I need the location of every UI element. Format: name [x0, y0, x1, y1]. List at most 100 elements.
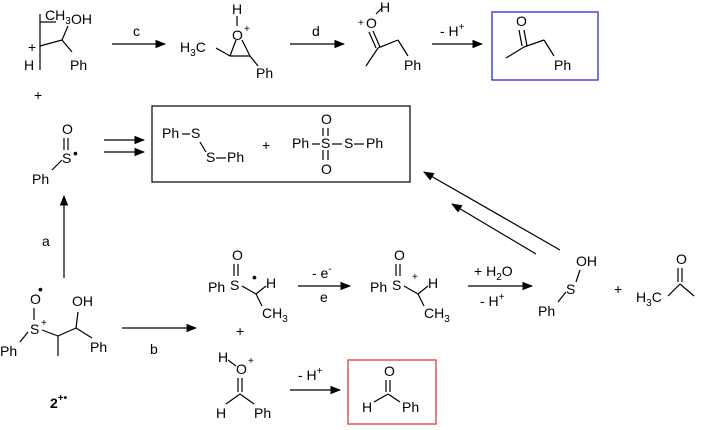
plus-charge: + [244, 24, 250, 35]
starting-cation: CH3 OH + H Ph [24, 7, 92, 73]
oh-label: OH [72, 293, 93, 309]
bond [523, 29, 528, 47]
radical-cation-2: O • S + Ph OH Ph [0, 281, 107, 359]
s-label: S [392, 277, 401, 293]
phenylsulfinyl-radical: O S • Ph [32, 121, 78, 187]
h-label: H [428, 275, 438, 291]
bond [57, 327, 77, 337]
ch3-label: CH3 [45, 7, 71, 27]
s-label: S [30, 321, 39, 337]
oxiranium-intermediate: H3C H O + Ph [180, 1, 273, 81]
sulfur-products-box: Ph S S Ph + Ph S O O S Ph [151, 105, 411, 183]
bond [225, 393, 241, 405]
bond [199, 141, 207, 153]
arrow-back-2 [451, 203, 537, 255]
bond [51, 159, 63, 171]
bond [61, 25, 69, 41]
phenylsulfenic-acid: OH S Ph [538, 253, 597, 319]
bond [215, 47, 231, 57]
h-label: H [362, 399, 372, 415]
plus-sign: + [34, 87, 42, 103]
reagent-minus-h-3: - H+ [298, 366, 323, 383]
bond [523, 39, 545, 48]
bond [19, 331, 29, 343]
ph-label: Ph [402, 399, 419, 415]
bond [255, 285, 267, 295]
plus-charge: + [28, 39, 36, 55]
plus-charge: + [41, 318, 47, 329]
acetaldehyde: O H3C [636, 251, 695, 309]
bond [375, 7, 383, 15]
plus-charge: + [248, 356, 254, 367]
sulfinyl-alkyl-radical: O Ph S • H CH3 [208, 247, 288, 325]
o-label: O [394, 247, 405, 263]
reagent-b: b [150, 341, 158, 357]
bond [249, 55, 259, 67]
bond [241, 285, 257, 295]
o-label: O [516, 13, 527, 29]
ph-label: Ph [70, 57, 87, 73]
bond [39, 39, 63, 47]
h-label: H [216, 405, 226, 421]
product-benzaldehyde: O H Ph [347, 359, 437, 425]
h-label: H [380, 0, 390, 15]
o-label: O [30, 291, 41, 307]
bond [397, 39, 409, 57]
s-label: S [321, 135, 330, 151]
ch3-label: CH3 [424, 305, 450, 325]
h-label: H [232, 1, 242, 17]
h-label: H [24, 57, 34, 73]
reagent-minus-h-2: - H+ [480, 292, 505, 309]
o-label: O [384, 363, 395, 379]
plus-sign: + [614, 281, 622, 297]
bond [75, 311, 79, 329]
bond [387, 393, 401, 403]
bond [239, 393, 255, 405]
radical-dot: • [38, 281, 43, 297]
ph-label: Ph [404, 57, 421, 73]
ph-label: Ph [32, 171, 49, 187]
reagent-plus-h2o: + H2O [474, 263, 513, 283]
bond [575, 269, 581, 283]
product-box-bottom [347, 359, 437, 425]
o-label: O [232, 247, 243, 263]
s-label: S [344, 135, 353, 151]
bond [255, 293, 263, 307]
s-label: S [191, 125, 200, 141]
bond [61, 39, 73, 53]
bond [241, 39, 251, 57]
reagent-minus-e: - e- [312, 264, 332, 281]
bond [368, 31, 377, 49]
sulfinyl-alkyl-cation: O Ph S + H CH3 [370, 247, 450, 325]
bond [518, 29, 523, 47]
h-label: H [218, 349, 228, 365]
bond [372, 30, 381, 48]
ph-label: Ph [256, 65, 273, 81]
h-label: H [266, 275, 276, 291]
bond [41, 329, 59, 337]
bond [227, 359, 237, 367]
bond [543, 39, 555, 57]
plus-sign: + [236, 323, 244, 339]
bond [75, 327, 93, 339]
ch3-label: CH3 [262, 305, 288, 325]
plus-sign: + [262, 137, 270, 153]
reagent-a: a [42, 233, 50, 249]
bond [679, 283, 695, 297]
s-label: S [62, 150, 71, 166]
radical-dot: • [73, 145, 78, 161]
o-label: O [321, 161, 332, 177]
product-phenylacetone: O Ph [491, 11, 599, 81]
ph-label: Ph [208, 279, 225, 295]
central-box [151, 105, 411, 183]
o-label: O [321, 111, 332, 127]
bond [377, 39, 399, 49]
ph-label: Ph [0, 343, 17, 359]
h3c-label: H3C [636, 289, 662, 309]
ph-label: Ph [366, 135, 383, 151]
o-label: O [232, 27, 243, 43]
ph-label: Ph [554, 57, 571, 73]
bond [229, 39, 237, 57]
reagent-minus-h: - H+ [440, 22, 465, 39]
